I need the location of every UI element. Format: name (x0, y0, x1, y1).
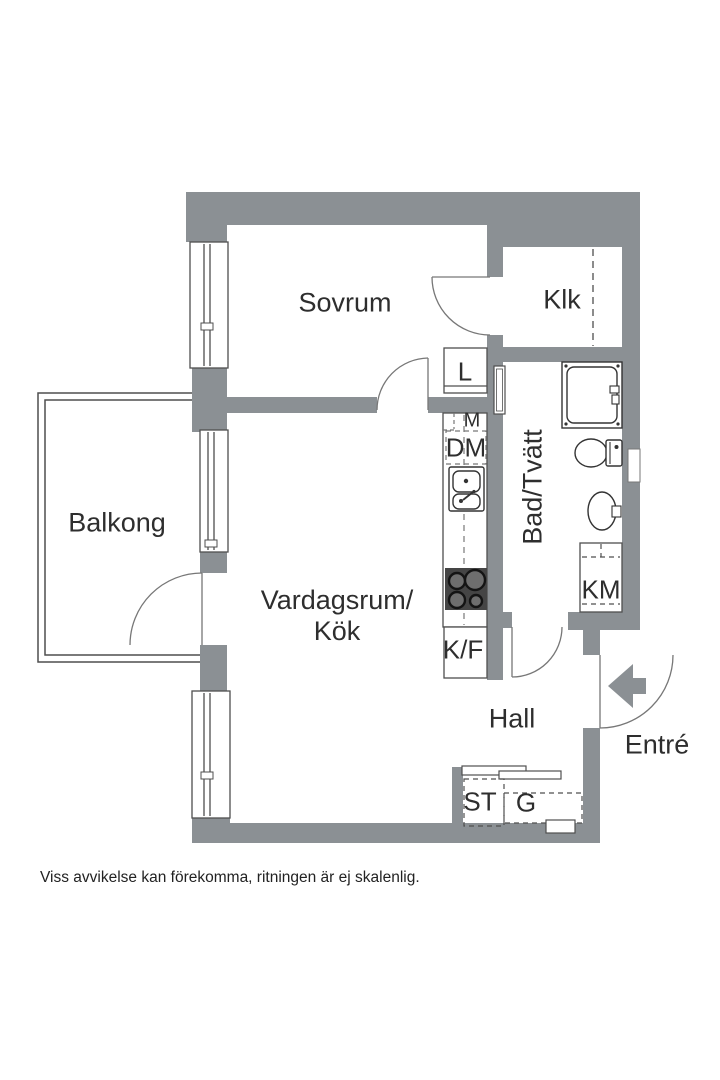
label-linen-closet: L (457, 356, 473, 387)
room-label-bathroom: Bad/Tvätt (517, 429, 548, 545)
disclaimer-text: Viss avvikelse kan förekomma, ritningen … (40, 869, 420, 886)
entrance-door (599, 654, 674, 729)
label-wardrobe: G (515, 787, 537, 818)
room-label-bedroom: Sovrum (298, 287, 392, 318)
bedroom-closet-door (431, 276, 491, 336)
washing-machine-icon (579, 542, 623, 613)
entrance-arrow-icon (608, 664, 646, 708)
door-swings (129, 276, 674, 729)
kitchen-dashed-lines (443, 413, 487, 625)
hall-closets (461, 765, 583, 834)
stove-icon (445, 568, 487, 610)
room-label-entrance: Entré (624, 729, 690, 760)
label-washing-machine: KM (581, 574, 621, 605)
walls-layer (186, 192, 640, 843)
label-fridge-freezer: K/F (442, 634, 484, 665)
room-label-balcony: Balkong (68, 507, 166, 538)
label-microwave: M (463, 409, 481, 432)
living-room-window-upper (199, 429, 229, 553)
bathroom-sink-icon (587, 491, 622, 531)
living-room-window-lower (191, 690, 231, 819)
room-label-walk-in-closet: Klk (543, 284, 581, 315)
room-label-living-room-kitchen: Vardagsrum/ Kök (260, 585, 414, 646)
bedroom-livingroom-door (376, 357, 429, 411)
shower-icon (561, 361, 623, 429)
kitchen-sink-icon (448, 466, 485, 512)
toilet-icon (574, 438, 623, 468)
wall-niche (627, 448, 641, 483)
balcony-door (129, 572, 203, 646)
bedroom-window (189, 241, 229, 369)
balcony-outline (37, 392, 205, 663)
wall-duct (493, 365, 506, 415)
label-dishwasher: DM (445, 432, 487, 463)
room-label-hall: Hall (488, 703, 536, 734)
linen-cabinet-icon (443, 347, 488, 394)
label-cleaning-closet: ST (463, 786, 497, 817)
bathroom-door (511, 626, 563, 678)
